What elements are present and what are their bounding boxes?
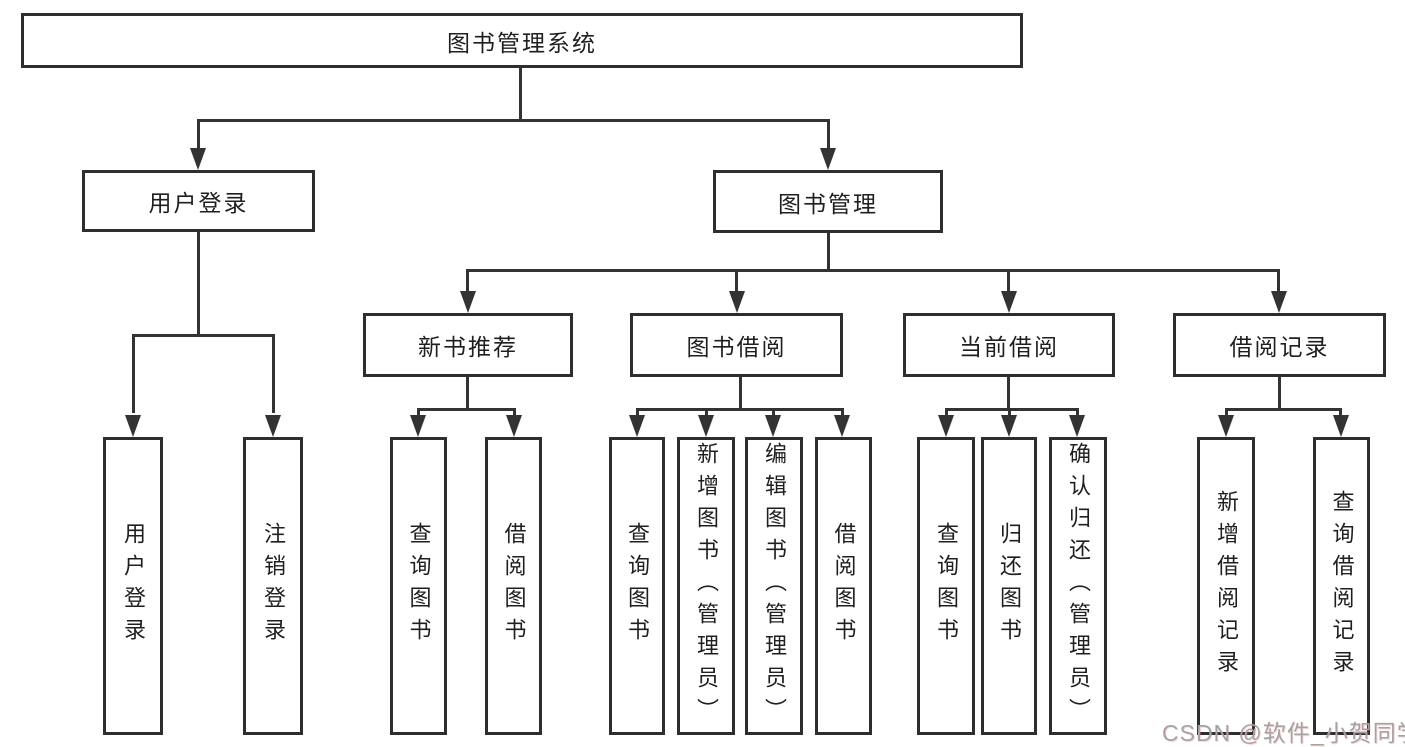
node-user-login: 用户登录 [82,170,315,232]
arrow-down-icon [506,415,522,437]
arrow-down-icon [629,415,645,437]
arrow-down-icon [1001,415,1017,437]
node-book-management: 图书管理 [713,170,943,233]
csdn-watermark: CSDN @软件_小贺同学 [1162,720,1405,746]
leaf-user-login: 用户登录 [103,437,163,735]
connector-line [636,408,844,411]
arrow-down-icon [190,148,206,170]
leaf-query-books-1: 查询图书 [390,437,447,735]
arrow-down-icon [820,148,836,170]
node-root: 图书管理系统 [21,13,1023,68]
leaf-confirm-return-admin: 确认归还（管理员） [1049,437,1107,735]
connector-line [417,408,516,411]
arrow-down-icon [765,415,781,437]
arrow-down-icon [125,415,141,437]
connector-line [466,377,469,411]
connector-line [197,119,200,153]
connector-line [1277,269,1280,295]
connector-line [1225,408,1342,411]
arrow-down-icon [1218,415,1234,437]
node-current-borrow: 当前借阅 [903,313,1115,377]
connector-line [1278,377,1281,411]
connector-line [132,334,135,413]
leaf-edit-books-admin: 编辑图书（管理员） [745,437,803,735]
connector-line [1007,269,1010,295]
leaf-query-books-3: 查询图书 [917,437,975,735]
connector-line [272,334,275,413]
leaf-query-borrow-record: 查询借阅记录 [1313,437,1370,735]
node-borrow-records: 借阅记录 [1173,313,1386,377]
connector-line [945,408,1079,411]
arrow-down-icon [698,415,714,437]
node-new-book-recommend: 新书推荐 [363,313,573,377]
connector-line [197,232,200,336]
connector-line [1225,408,1228,420]
leaf-query-books-2: 查询图书 [609,437,665,735]
arrow-down-icon [410,415,426,437]
arrow-down-icon [938,415,954,437]
connector-line [1007,377,1010,411]
connector-line [132,334,275,337]
arrow-down-icon [1001,291,1017,313]
connector-line [735,269,738,295]
arrow-down-icon [834,415,850,437]
connector-line [519,68,522,121]
arrow-down-icon [265,415,281,437]
arrow-down-icon [1069,415,1085,437]
connector-line [827,233,830,272]
arrow-down-icon [460,291,476,313]
leaf-logout: 注销登录 [243,437,303,735]
leaf-add-books-admin: 新增图书（管理员） [677,437,735,735]
arrow-down-icon [729,291,745,313]
connector-line [1076,408,1079,420]
connector-line [945,408,948,420]
connector-line [466,269,1280,272]
connector-line [417,408,420,420]
connector-line [197,119,830,122]
node-book-borrow: 图书借阅 [630,313,843,377]
connector-line [466,269,469,295]
connector-line [772,408,775,420]
connector-line [827,119,830,153]
connector-line [841,408,844,420]
leaf-borrow-books-1: 借阅图书 [485,437,542,735]
leaf-return-books: 归还图书 [981,437,1037,735]
connector-line [705,408,708,420]
connector-line [1008,408,1011,420]
connector-line [513,408,516,420]
arrow-down-icon [1333,415,1349,437]
connector-line [1339,408,1342,420]
connector-line [636,408,639,420]
arrow-down-icon [1271,291,1287,313]
leaf-add-borrow-record: 新增借阅记录 [1197,437,1255,735]
connector-line [739,377,742,411]
leaf-borrow-books-2: 借阅图书 [815,437,872,735]
